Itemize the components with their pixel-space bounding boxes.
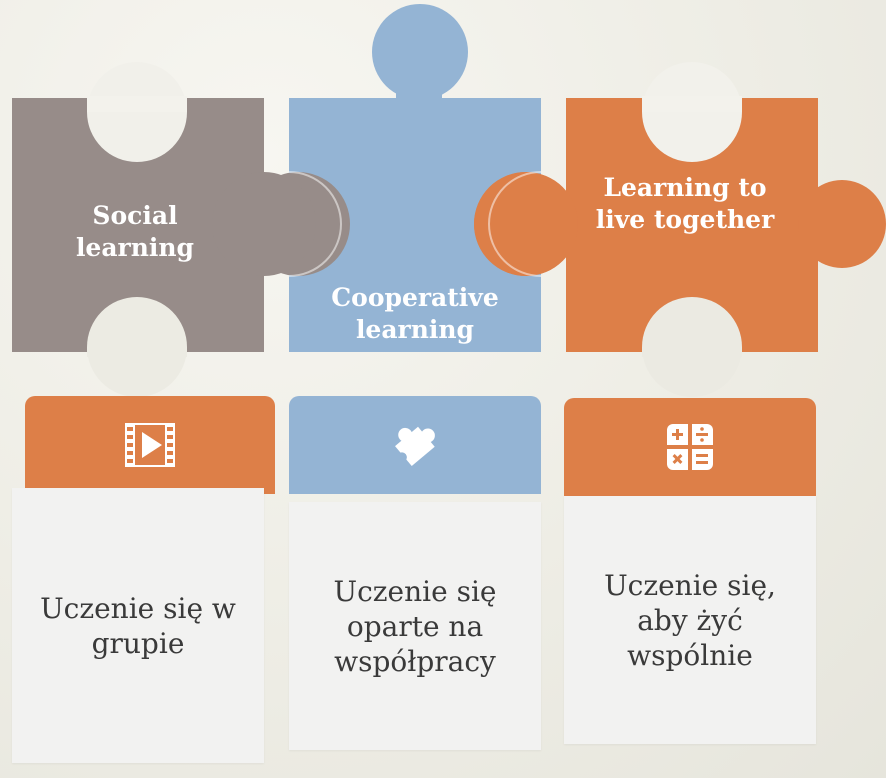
card-header-together xyxy=(564,398,816,496)
piece-label-together: Learning to live together xyxy=(595,173,775,234)
puzzle-piece-together xyxy=(474,62,886,397)
piece-label-cooperative: Cooperative learning xyxy=(331,283,499,344)
puzzle-piece-icon xyxy=(395,426,435,467)
card-header-group xyxy=(25,396,275,494)
card-header-cooperation xyxy=(289,396,541,494)
piece-label-social: Social learning xyxy=(75,201,195,262)
calculator-icon xyxy=(667,424,713,470)
card-text-together: Uczenie się, aby żyć wspólnie xyxy=(604,568,776,672)
card-text-group: Uczenie się w grupie xyxy=(40,591,236,660)
card-body-group: Uczenie się w grupie xyxy=(12,488,264,763)
puzzle-piece-social xyxy=(12,62,316,397)
card-text-cooperation: Uczenie się oparte na współpracy xyxy=(333,574,497,678)
film-play-icon xyxy=(125,423,175,467)
card-body-together: Uczenie się, aby żyć wspólnie xyxy=(564,496,816,744)
card-body-cooperation: Uczenie się oparte na współpracy xyxy=(289,502,541,750)
